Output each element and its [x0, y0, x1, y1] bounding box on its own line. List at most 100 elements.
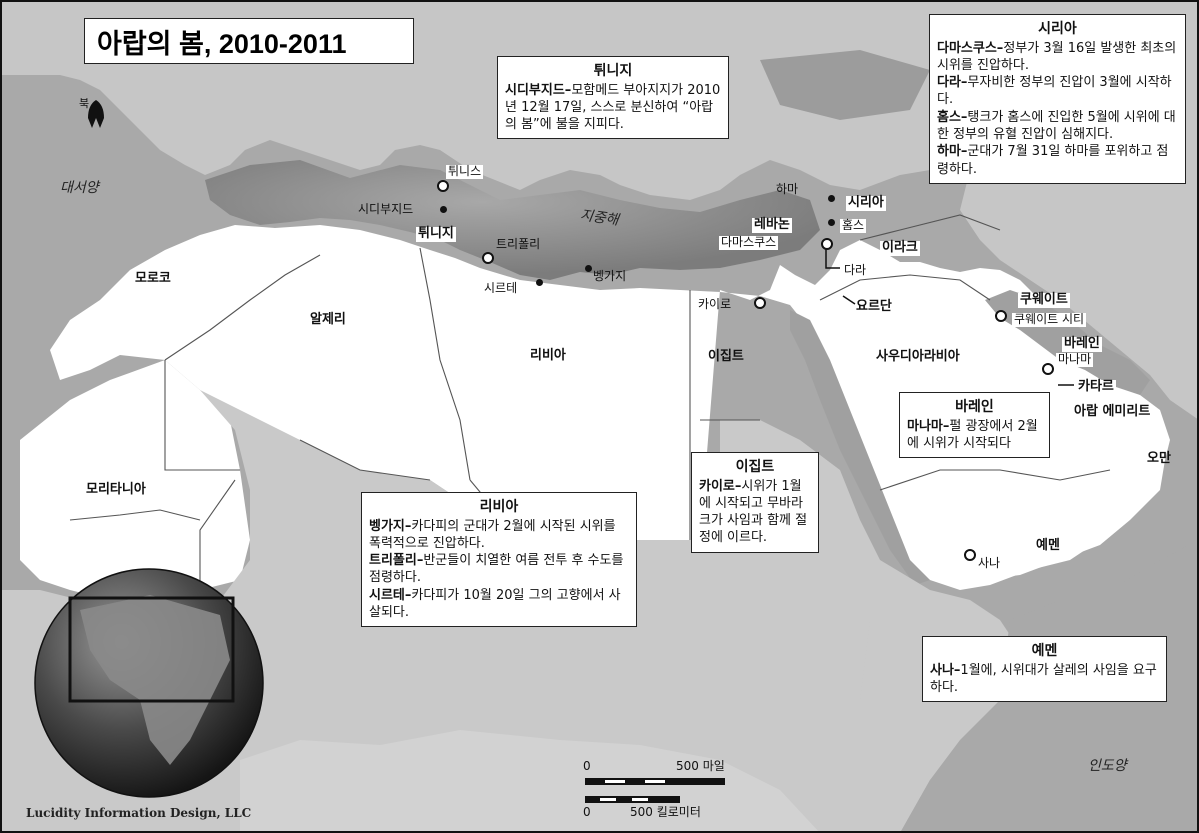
- callout-place: 다마스쿠스–: [937, 40, 1004, 56]
- callout-place: 벵가지–: [369, 518, 412, 534]
- indian-ocean-label: 인도양: [1088, 758, 1127, 774]
- city-marker-kuwait-city: [995, 310, 1007, 322]
- callout-text: 군대가 7월 31일 하마를 포위하고 점령하다.: [937, 144, 1169, 177]
- city-marker-tripoli: [482, 252, 494, 264]
- country-morocco: 모로코: [135, 271, 171, 286]
- country-libya: 리비아: [530, 348, 566, 363]
- red-sea: [790, 310, 930, 585]
- leader-lines: [825, 245, 1074, 386]
- city-marker-hama: [828, 195, 835, 202]
- callout-place: 다라–: [937, 75, 968, 91]
- callout-text: 반군들이 치열한 여름 전투 후 수도를 점령하다.: [369, 553, 624, 586]
- black-sea: [760, 50, 930, 120]
- central-africa-land: [240, 730, 820, 833]
- country-yemen: 예멘: [1034, 538, 1062, 554]
- map-title: 아랍의 봄, 2010-2011: [84, 18, 414, 64]
- mauritania-land: [20, 360, 250, 600]
- scale-km-label: 500 킬로미터: [630, 805, 701, 819]
- callout-entry: 시르테–카다피가 10월 20일 그의 고향에서 사살되다.: [369, 587, 629, 622]
- city-marker-damascus: [821, 238, 833, 250]
- callout-text: 카다피의 군대가 2월에 시작된 시위를 폭력적으로 진압하다.: [369, 518, 616, 551]
- callout-text: 카다피가 10월 20일 그의 고향에서 사살되다.: [369, 587, 621, 621]
- city-label-cairo: 카이로: [698, 297, 732, 311]
- city-label-sidi-bouzid: 시디부지드: [358, 202, 414, 216]
- callout-entry: 다마스쿠스–정부가 3월 16일 발생한 최초의 시위를 진압하다.: [937, 40, 1178, 75]
- scale-miles-label: 500 마일: [676, 759, 725, 773]
- city-label-sirte: 시르테: [484, 281, 518, 295]
- north-arrow-icon: [88, 100, 104, 128]
- city-marker-homs: [828, 219, 835, 226]
- callout-entry: 하마–군대가 7월 31일 하마를 포위하고 점령하다.: [937, 143, 1178, 178]
- city-label-daraa: 다라: [844, 263, 867, 277]
- country-jordan: 요르단: [856, 299, 892, 314]
- city-marker-sidi-bouzid: [440, 206, 447, 213]
- callout-heading: 리비아: [479, 499, 519, 515]
- callout-entry: 사나–1월에, 시위대가 살레의 사임을 요구하다.: [930, 662, 1159, 697]
- city-label-tunis: 튀니스: [446, 164, 484, 179]
- callout-entry: 다라–무자비한 정부의 진압이 3월에 시작하다.: [937, 74, 1178, 109]
- city-label-sanaa: 사나: [976, 556, 1003, 571]
- country-egypt: 이집트: [708, 349, 744, 364]
- city-marker-cairo: [754, 297, 766, 309]
- city-label-homs: 홈스: [840, 218, 867, 233]
- scale-bar: [585, 778, 725, 803]
- country-uae: 아랍 에미리트: [1072, 404, 1153, 420]
- callout-heading: 바레인: [955, 399, 994, 415]
- city-marker-tunis: [437, 180, 449, 192]
- callout-place: 시르테–: [369, 587, 412, 603]
- country-saudi-arabia: 사우디아라비아: [876, 349, 960, 364]
- callout-place: 마나마–: [907, 418, 950, 434]
- city-marker-sirte: [536, 279, 543, 286]
- callout-place: 하마–: [937, 144, 968, 160]
- callout-heading: 예멘: [1031, 643, 1058, 659]
- callout-place: 사나–: [930, 662, 961, 678]
- callout-heading: 이집트: [735, 459, 775, 475]
- atlantic-ocean-label: 대서양: [60, 180, 99, 196]
- callout-entry: 카이로–시위가 1월에 시작되고 무바라크가 사임과 함께 절정에 이르다.: [699, 478, 811, 547]
- city-label-kuwait-city: 쿠웨이트 시티: [1012, 312, 1087, 327]
- callout-text: 무자비한 정부의 진압이 3월에 시작하다.: [937, 75, 1172, 108]
- callout-text: 시위가 1월에 시작되고 무바라크가 사임과 함께 절정에 이르다.: [699, 478, 808, 546]
- callout-heading: 시리아: [1038, 21, 1077, 37]
- country-kuwait: 쿠웨이트: [1018, 292, 1070, 308]
- city-label-benghazi: 벵가지: [593, 269, 627, 283]
- country-oman: 오만: [1147, 451, 1171, 466]
- city-label-manama: 마나마: [1056, 352, 1094, 367]
- city-marker-manama: [1042, 363, 1054, 375]
- iran-land: [960, 110, 1199, 420]
- locator-globe: [34, 568, 264, 798]
- callout-place: 홈스–: [937, 109, 968, 125]
- callout-text: 정부가 3월 16일 발생한 최초의 시위를 진압하다.: [937, 40, 1177, 73]
- callout-heading: 튀니지: [593, 63, 633, 79]
- city-marker-sanaa: [964, 549, 976, 561]
- country-bahrain: 바레인: [1062, 336, 1102, 352]
- scale-zero-km: 0: [583, 805, 591, 819]
- credit-text: Lucidity Information Design, LLC: [26, 806, 252, 820]
- callout-text: 1월에, 시위대가 살레의 사임을 요구하다.: [930, 662, 1157, 695]
- scale-zero-miles: 0: [583, 759, 591, 773]
- callout-text: 모함메드 부아지지가 2010년 12월 17일, 스스로 분신하여 “아랍의 …: [505, 82, 721, 133]
- callout-text: 탱크가 홈스에 진입한 5월에 시위에 대한 정부의 유혈 진압이 심해지다.: [937, 109, 1176, 143]
- country-mauritania: 모리타니아: [86, 482, 146, 497]
- callout-place: 시디부지드–: [505, 82, 572, 98]
- country-lebanon: 레바논: [752, 217, 792, 233]
- country-algeria: 알제리: [310, 312, 346, 327]
- mediterranean-sea: [205, 160, 820, 280]
- callout-entry: 홈스–탱크가 홈스에 진입한 5월에 시위에 대한 정부의 유혈 진압이 심해지…: [937, 109, 1178, 144]
- country-syria: 시리아: [846, 195, 886, 211]
- callout-entry: 시디부지드–모함메드 부아지지가 2010년 12월 17일, 스스로 분신하여…: [505, 82, 721, 134]
- country-qatar: 카타르: [1076, 379, 1116, 395]
- city-marker-benghazi: [585, 265, 592, 272]
- callout-place: 트리폴리–: [369, 553, 424, 569]
- callout-place: 카이로–: [699, 478, 742, 494]
- city-label-hama: 하마: [776, 182, 799, 196]
- city-label-damascus: 다마스쿠스: [719, 235, 779, 250]
- city-label-tripoli: 트리폴리: [496, 237, 541, 251]
